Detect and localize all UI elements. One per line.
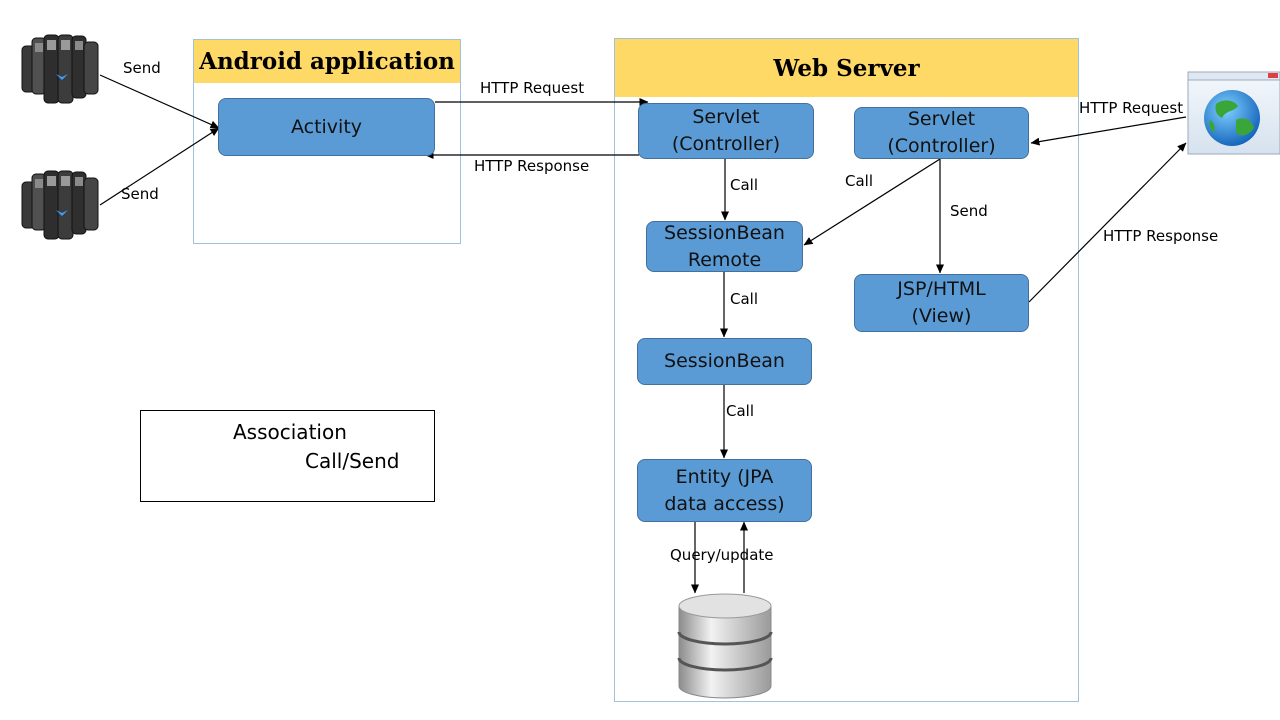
legend-call-send-label: Call/Send xyxy=(305,449,400,473)
activity-node: Activity xyxy=(218,98,435,156)
sessionbean-remote-node: SessionBean Remote xyxy=(646,221,803,272)
http-request-right-arrow xyxy=(1030,116,1187,146)
send-top-label: Send xyxy=(123,59,161,77)
android-application-title: Android application xyxy=(194,40,460,83)
call-label-1: Call xyxy=(730,176,759,194)
database-icon xyxy=(677,593,773,699)
http-request-left-label: HTTP Request xyxy=(480,79,585,97)
legend-title: Association xyxy=(233,420,347,444)
sessionbean-node: SessionBean xyxy=(637,338,812,385)
http-response-right-arrow xyxy=(1028,142,1187,303)
legend-box: Association Call/Send xyxy=(140,410,435,502)
send-bottom-label: Send xyxy=(121,185,159,203)
entity-jpa-node: Entity (JPA data access) xyxy=(637,459,812,522)
query-update-label: Query/update xyxy=(670,546,774,564)
call-label-4: Call xyxy=(726,402,755,420)
call-label-3: Call xyxy=(730,290,759,308)
servlet-controller-left-node: Servlet (Controller) xyxy=(638,103,814,159)
http-response-right-label: HTTP Response xyxy=(1103,227,1219,245)
http-response-left-label: HTTP Response xyxy=(474,157,590,175)
send-view-label: Send xyxy=(950,202,988,220)
http-request-right-label: HTTP Request xyxy=(1079,99,1184,117)
servlet-controller-right-node: Servlet (Controller) xyxy=(854,107,1029,159)
call-servlet-right-to-remote-arrow xyxy=(803,158,941,246)
web-server-title: Web Server xyxy=(615,39,1078,97)
jsp-html-view-node: JSP/HTML (View) xyxy=(854,274,1029,332)
web-browser-globe-icon xyxy=(1187,71,1280,155)
send-bottom-arrow xyxy=(99,127,220,206)
armband-device-icon xyxy=(21,34,99,104)
send-top-arrow xyxy=(99,74,220,129)
call-label-2: Call xyxy=(845,172,874,190)
armband-device-icon xyxy=(21,170,99,240)
